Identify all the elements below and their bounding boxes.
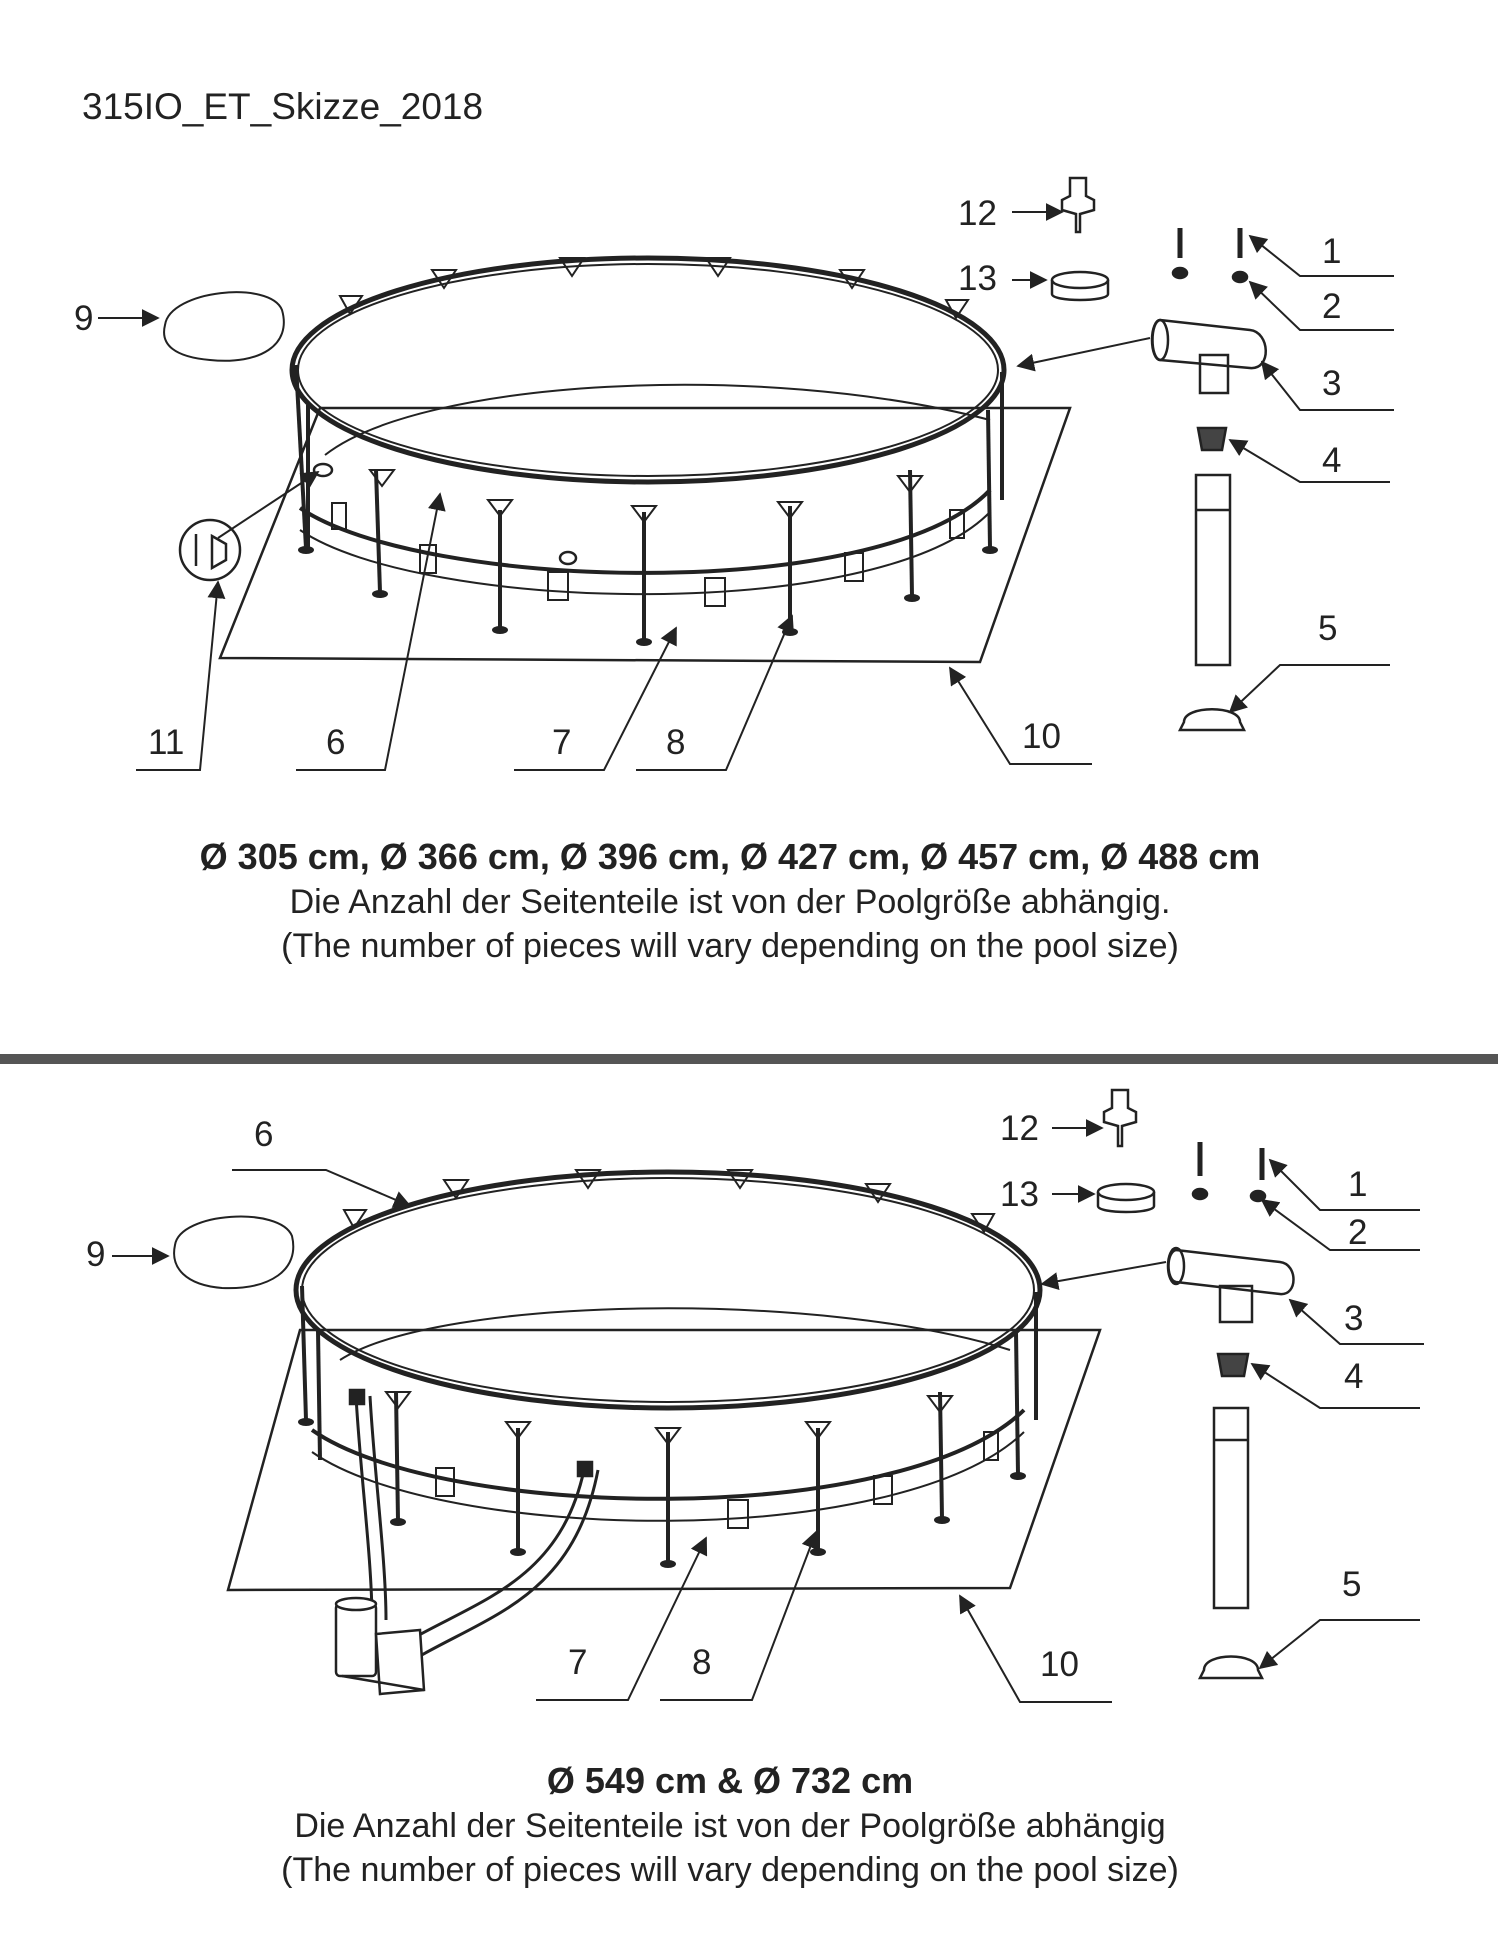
t-joints-top (338, 257, 970, 524)
label-4-top: 4 (1322, 441, 1341, 480)
cover-icon-bottom (173, 1215, 295, 1290)
parts-column-top (1050, 176, 1267, 732)
label-7-bottom: 7 (568, 1643, 587, 1682)
document-title: 315IO_ET_Skizze_2018 (82, 86, 484, 127)
filter-pump-icon (334, 1388, 600, 1696)
label-12-top: 12 (958, 194, 997, 233)
label-6-bottom: 6 (254, 1115, 273, 1154)
bottom-diagram (112, 1088, 1424, 1703)
labels-top: 12 13 9 1 2 3 4 5 11 6 7 8 10 (74, 194, 1341, 762)
label-10-top: 10 (1022, 717, 1061, 756)
label-7-top: 7 (552, 723, 571, 762)
label-9-top: 9 (74, 299, 93, 338)
parts-column-bottom (1096, 1088, 1295, 1680)
top-diagram (98, 176, 1394, 771)
top-rail-back-bottom (293, 1169, 1043, 1411)
label-12-bottom: 12 (1000, 1109, 1039, 1148)
label-1-top: 1 (1322, 232, 1341, 271)
labels-bottom: 12 13 9 6 1 2 3 4 5 7 8 10 (86, 1109, 1367, 1684)
label-8-top: 8 (666, 723, 685, 762)
label-9-bottom: 9 (86, 1235, 105, 1274)
t-joints-bottom (342, 1169, 996, 1446)
caption-top: Ø 305 cm, Ø 366 cm, Ø 396 cm, Ø 427 cm, … (0, 836, 1460, 966)
note-en-top: (The number of pieces will vary dependin… (281, 927, 1179, 965)
ground-cloth-top (218, 406, 1072, 664)
note-de-top: Die Anzahl der Seitenteile ist von der P… (289, 883, 1171, 921)
cover-icon-top (163, 291, 285, 362)
ground-cloth-bottom (226, 1328, 1102, 1592)
label-1-bottom: 1 (1348, 1165, 1367, 1204)
label-3-top: 3 (1322, 364, 1341, 403)
label-5-top: 5 (1318, 609, 1337, 648)
panels-bottom (435, 1431, 999, 1529)
label-13-top: 13 (958, 259, 997, 298)
sizes-bottom: Ø 549 cm & Ø 732 cm (546, 1760, 914, 1801)
pool-floor-bottom (339, 1307, 1011, 1361)
label-2-bottom: 2 (1348, 1213, 1367, 1252)
label-11-top: 11 (148, 723, 184, 762)
caption-bottom: Ø 549 cm & Ø 732 cm Die Anzahl der Seite… (0, 1760, 1460, 1890)
leaders-top (98, 203, 1394, 771)
section-divider (0, 1054, 1498, 1064)
label-13-bottom: 13 (1000, 1175, 1039, 1214)
pool-floor-top (324, 383, 991, 456)
label-10-bottom: 10 (1040, 1645, 1079, 1684)
top-rail-back (289, 255, 1007, 485)
feet-top (298, 546, 998, 646)
panels-top (331, 502, 965, 607)
legs-bottom (300, 1285, 1038, 1562)
note-de-bottom: Die Anzahl der Seitenteile ist von der P… (294, 1807, 1166, 1845)
label-2-top: 2 (1322, 287, 1341, 326)
note-en-bottom: (The number of pieces will vary dependin… (281, 1851, 1179, 1889)
label-5-bottom: 5 (1342, 1565, 1361, 1604)
drain-plug-icon-top (178, 518, 242, 582)
legs-top (294, 364, 1004, 640)
leaders-bottom (112, 1119, 1424, 1703)
label-6-top: 6 (326, 723, 345, 762)
wall-band-top (298, 488, 992, 575)
label-3-bottom: 3 (1344, 1299, 1363, 1338)
label-8-bottom: 8 (692, 1643, 711, 1682)
sizes-top: Ø 305 cm, Ø 366 cm, Ø 396 cm, Ø 427 cm, … (199, 836, 1261, 877)
label-4-bottom: 4 (1344, 1357, 1363, 1396)
wall-valve-top (312, 462, 334, 478)
